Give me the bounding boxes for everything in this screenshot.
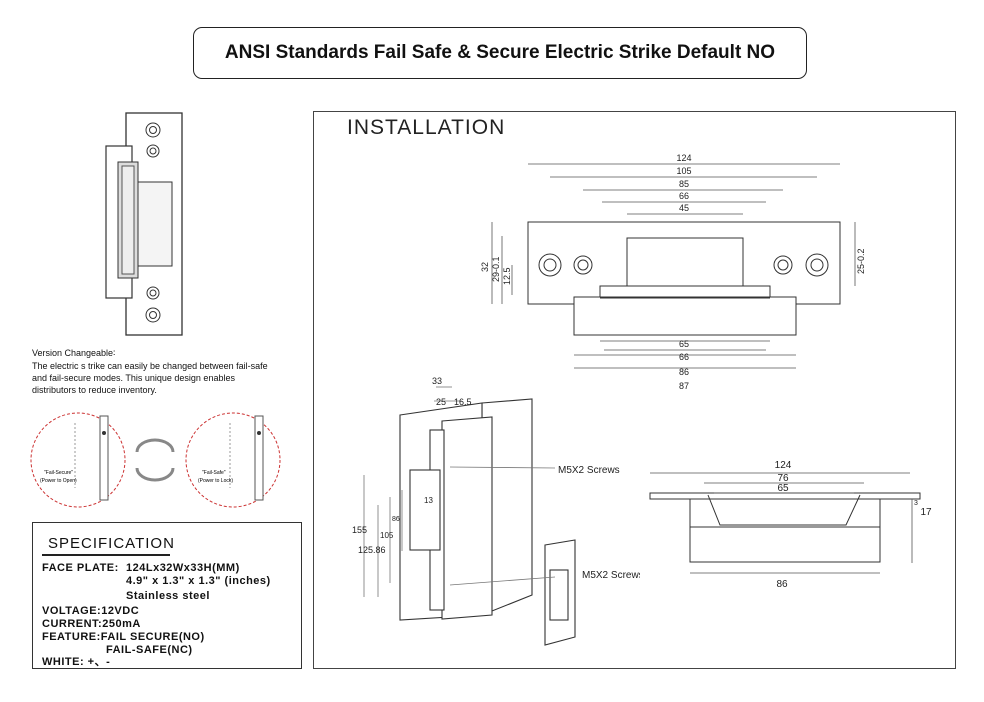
dim-65-bottom: 65 bbox=[679, 339, 689, 349]
dim-25-side: 25 bbox=[436, 397, 446, 407]
dim-105: 105 bbox=[676, 166, 691, 176]
specification-heading: SPECIFICATION bbox=[48, 535, 175, 552]
feature: FEATURE:FAIL SECURE(NO) bbox=[42, 631, 205, 643]
version-title: Version Changeable∶ bbox=[32, 348, 116, 358]
front-view-drawing: 124 76 65 86 17 3 bbox=[649, 460, 932, 590]
current: CURRENT:250mA bbox=[42, 618, 141, 630]
dim-32: 32 bbox=[480, 262, 490, 272]
dim-125-86: 125.86 bbox=[358, 545, 386, 555]
specification-box bbox=[32, 522, 302, 669]
dim-45: 45 bbox=[679, 203, 689, 213]
page-title: ANSI Standards Fail Safe & Secure Electr… bbox=[193, 27, 807, 79]
frame-installation-drawing: 33 25 16.5 M5X2 Screws M5X2 Screws 155 1… bbox=[352, 376, 640, 646]
front-dim-3: 3 bbox=[914, 500, 918, 507]
material: Stainless steel bbox=[126, 590, 210, 602]
dim-33: 33 bbox=[432, 376, 442, 386]
version-description: The electric s trike can easily be chang… bbox=[32, 361, 268, 395]
face-plate-inches: 4.9" x 1.3" x 1.3" (inches) bbox=[126, 575, 271, 587]
dim-87-bottom: 87 bbox=[679, 381, 689, 391]
wire-colors: WHITE: +、- bbox=[42, 656, 111, 668]
dim-85: 85 bbox=[679, 179, 689, 189]
divider bbox=[42, 554, 170, 556]
dim-105-side: 105 bbox=[380, 531, 394, 540]
screws-label-bottom: M5X2 Screws bbox=[582, 570, 640, 581]
front-dim-17: 17 bbox=[920, 507, 932, 518]
dim-13: 13 bbox=[424, 496, 433, 505]
dim-25: 25-0.2 bbox=[856, 248, 866, 274]
top-view-drawing: 124 105 85 66 45 65 66 86 87 32 29-0.1 1… bbox=[480, 153, 866, 391]
dim-86-bottom: 86 bbox=[679, 367, 689, 377]
installation-panel bbox=[313, 111, 956, 669]
face-plate-mm: 124Lx32Wx33H(MM) bbox=[126, 562, 240, 574]
dim-16-5: 16.5 bbox=[454, 397, 472, 407]
front-dim-124: 124 bbox=[775, 460, 792, 471]
fail-secure-sub: (Power to Open) bbox=[40, 478, 77, 484]
dim-29: 29-0.1 bbox=[491, 256, 501, 282]
installation-heading: INSTALLATION bbox=[347, 116, 506, 139]
mode-switch-illustration: "Fail-Secure" (Power to Open) "Fail-Safe… bbox=[30, 412, 281, 508]
feature-2: FAIL-SAFE(NC) bbox=[106, 644, 193, 656]
dim-86-side: 86 bbox=[392, 516, 400, 523]
strike-front-illustration bbox=[105, 112, 183, 336]
dim-66: 66 bbox=[679, 191, 689, 201]
voltage: VOLTAGE:12VDC bbox=[42, 605, 140, 617]
face-plate-label: FACE PLATE: bbox=[42, 562, 119, 574]
fail-secure-label: "Fail-Secure" bbox=[44, 470, 73, 476]
fail-safe-label: "Fail-Safe" bbox=[202, 470, 226, 476]
front-dim-65: 65 bbox=[777, 483, 789, 494]
dim-124: 124 bbox=[676, 153, 691, 163]
screws-label-top: M5X2 Screws bbox=[558, 465, 620, 476]
front-dim-76: 76 bbox=[777, 473, 789, 484]
front-dim-86: 86 bbox=[776, 579, 788, 590]
dim-66-bottom: 66 bbox=[679, 352, 689, 362]
fail-safe-sub: (Power to Lock) bbox=[198, 478, 233, 484]
dim-12-5: 12.5 bbox=[502, 267, 512, 285]
dim-155: 155 bbox=[352, 525, 367, 535]
